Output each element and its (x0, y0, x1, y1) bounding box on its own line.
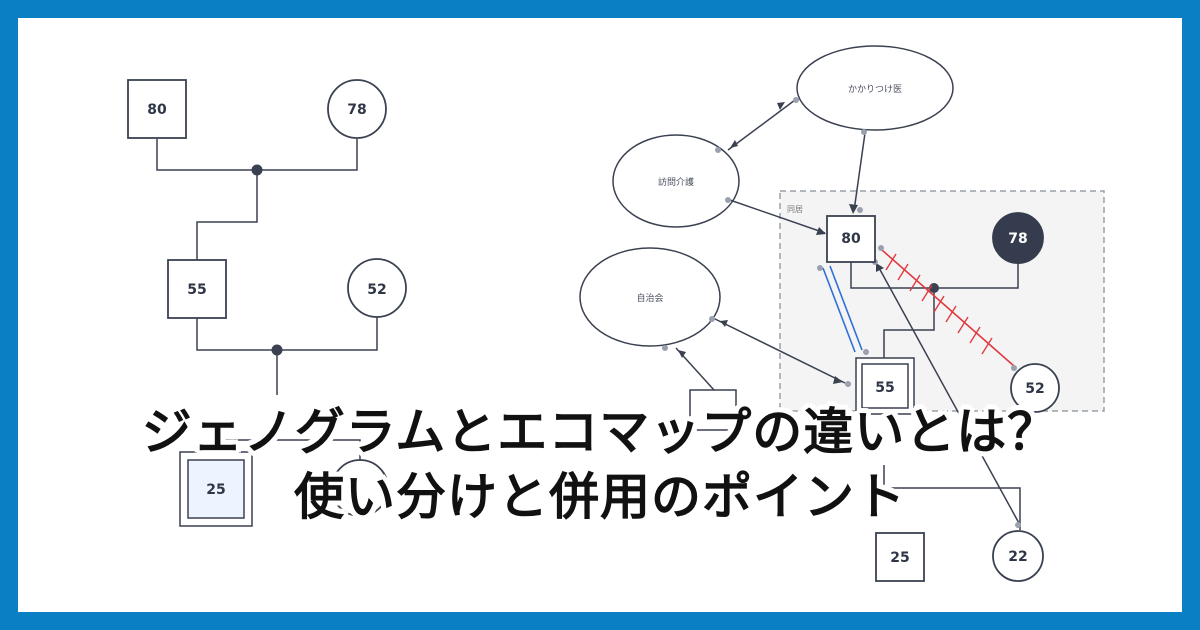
genogram: 80 78 55 52 25 (127, 79, 407, 527)
ecomap-male-25-age: 25 (890, 550, 909, 566)
resource-association-label: 自治会 (636, 292, 663, 304)
marriage-line-55-52 (196, 316, 378, 351)
ecomap-male-25 (875, 532, 925, 582)
genogram-male-25-age: 25 (206, 482, 225, 498)
strong-bond-line-b (829, 265, 863, 351)
ecomap-female-78-deceased (992, 212, 1044, 264)
genogram-male-25 (187, 459, 245, 519)
ecomap-male-55-age: 55 (875, 380, 894, 396)
arrow-head (833, 376, 843, 384)
ecomap-female-52 (1010, 363, 1060, 413)
resource-doctor-label: かかりつけ医 (848, 84, 902, 95)
banner-canvas: 80 78 55 52 25 同居 かかりつけ医 (18, 18, 1182, 612)
ecomap-child-box (689, 389, 737, 431)
ecomap-female-52-age: 52 (1025, 381, 1044, 397)
strong-bond-line-a (822, 267, 856, 353)
arrow-head (816, 227, 826, 235)
arrow-head (777, 102, 785, 110)
resource-association (579, 247, 721, 347)
link-homecare-80 (726, 198, 826, 234)
link-doctor-80 (853, 132, 866, 212)
diagram-svg: 80 78 55 52 25 同居 かかりつけ医 (127, 45, 1105, 582)
ecomap-female-22 (992, 530, 1044, 582)
genogram-female-52-age: 52 (367, 282, 386, 298)
arrow-head (876, 263, 884, 272)
ecomap-female-78-age: 78 (1008, 231, 1027, 247)
genogram-female-78-age: 78 (347, 102, 366, 118)
household-label: 同居 (787, 205, 803, 214)
ecomap-female-22-age: 22 (1008, 549, 1027, 565)
genogram-female-52 (347, 258, 407, 318)
genogram-male-80 (127, 79, 187, 139)
genogram-male-80-age: 80 (147, 102, 167, 118)
ecomap-male-80 (826, 215, 876, 263)
child-line-55 (196, 170, 258, 260)
resource-homecare (612, 134, 740, 228)
arrow-head (720, 320, 728, 327)
genogram-female-sibling (331, 459, 389, 517)
headline-line-1: ジェノグラムとエコマップの違いとは？ (141, 403, 1059, 461)
resource-homecare-label: 訪問介護 (658, 176, 694, 188)
arrow-head (730, 140, 738, 148)
ecomap-male-55 (861, 363, 909, 409)
conflict-line-80-52 (881, 249, 1015, 367)
headline-line-2: 使い分けと併用のポイント (294, 468, 906, 526)
genogram-male-55-age: 55 (187, 282, 206, 298)
arrow-head (849, 204, 858, 214)
ecomap: 同居 かかりつけ医 訪問介護 自治会 (579, 45, 1105, 582)
arrow-head (678, 350, 686, 358)
genogram-female-78 (327, 79, 387, 139)
genogram-male-55 (167, 259, 227, 319)
resource-doctor (796, 45, 954, 131)
link-association-55 (712, 317, 846, 384)
link-22-80 (877, 265, 1021, 526)
children-bar-gen3 (216, 439, 361, 460)
link-doctor-homecare (727, 99, 796, 151)
ecomap-male-80-age: 80 (841, 231, 861, 247)
ecomap-child-line (883, 288, 935, 360)
ecomap-children-bar (883, 465, 1021, 530)
